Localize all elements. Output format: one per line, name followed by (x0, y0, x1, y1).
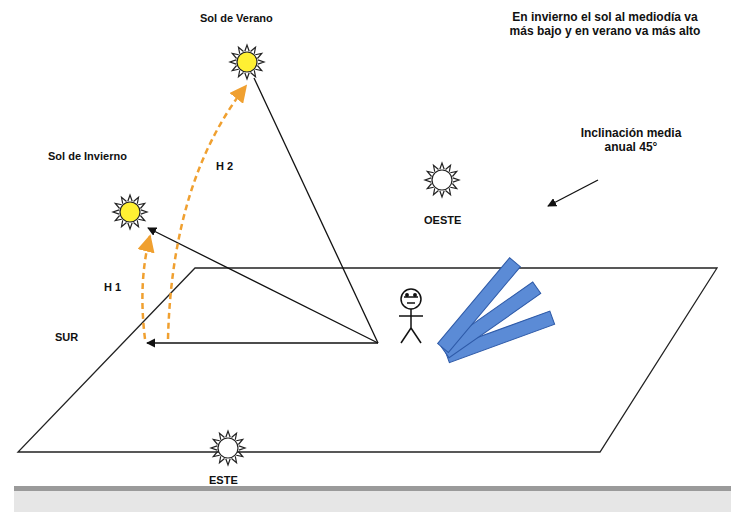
sun-label: Sol de Invierno (48, 150, 127, 163)
sun-disc (218, 438, 238, 458)
sun-label: Sol de Verano (200, 12, 273, 25)
ground-plane (18, 268, 717, 452)
sun-ray (141, 210, 147, 214)
sun-ray (258, 60, 264, 64)
summer-height-arc (168, 86, 246, 339)
sun-ray (425, 178, 431, 182)
sun-ray (211, 446, 217, 450)
panel-leader (548, 180, 598, 206)
sun-ray (113, 210, 119, 214)
sun-ray (440, 163, 444, 169)
south-line (147, 342, 378, 343)
direction-label: OESTE (424, 214, 461, 227)
height-label: H 2 (216, 160, 233, 173)
sun-ray (245, 45, 249, 51)
sun-ray (245, 73, 249, 79)
east-sun (211, 431, 245, 465)
direction-label: SUR (55, 331, 78, 344)
solar-panels (438, 258, 555, 363)
sun-ray (440, 191, 444, 197)
west-sun (425, 163, 459, 197)
sun-ray (128, 195, 132, 201)
sun-ray (230, 60, 236, 64)
sun-disc (237, 52, 257, 72)
sun-ray (239, 446, 245, 450)
winter-sun-ray (148, 228, 378, 343)
ground-bar (14, 486, 731, 491)
note-text: En invierno el sol al mediodía va más ba… (505, 10, 705, 39)
summer-sun-ray (254, 78, 378, 343)
winter-sun (113, 195, 147, 229)
sun-ray (128, 223, 132, 229)
sun-disc (432, 170, 452, 190)
sun-ray (226, 431, 230, 437)
sun-ray (453, 178, 459, 182)
callout-text: Inclinación media anual 45° (565, 126, 697, 155)
person-figure (399, 289, 423, 343)
sun-ray (226, 459, 230, 465)
direction-label: ESTE (209, 474, 238, 487)
ground-band (14, 491, 731, 512)
winter-height-arc (142, 236, 150, 339)
height-label: H 1 (104, 281, 121, 294)
summer-sun (230, 45, 264, 79)
sun-disc (120, 202, 140, 222)
